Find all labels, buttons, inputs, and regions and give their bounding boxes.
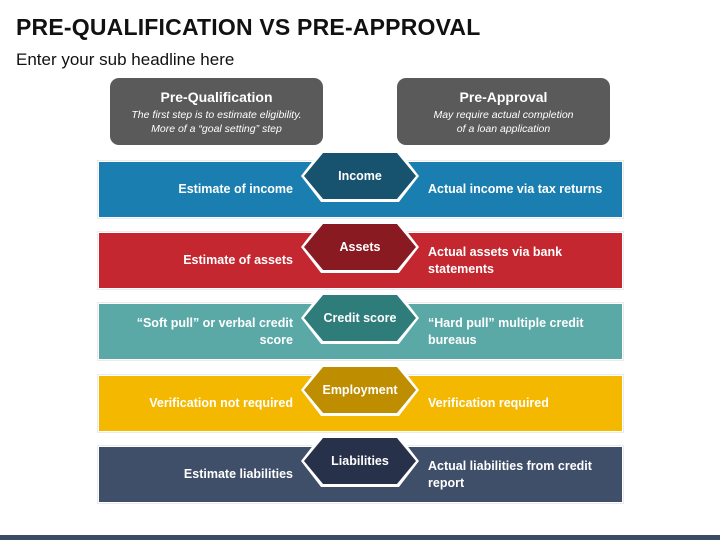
liabilities-pre-approval-text: Actual liabilities from credit report <box>428 458 592 490</box>
assets-pre-qualification-text: Estimate of assets <box>183 253 293 267</box>
pre-qualification-title: Pre-Qualification <box>160 89 273 105</box>
pre-approval-desc-line2: of a loan application <box>456 123 551 135</box>
income-pre-qualification-text: Estimate of income <box>178 182 293 196</box>
credit-score-hexagon: Credit score <box>301 292 419 344</box>
employment-pre-qualification-text: Verification not required <box>149 396 293 410</box>
footer-bar <box>0 535 720 540</box>
liabilities-pre-qualification-text: Estimate liabilities <box>183 467 293 481</box>
liabilities-hexagon: Liabilities <box>301 435 419 487</box>
income-pre-approval-text: Actual income via tax returns <box>428 182 603 196</box>
pre-qualification-header: Pre-Qualification The first step is to e… <box>110 78 323 145</box>
pre-approval-desc-line1: May require actual completion <box>433 109 574 121</box>
pre-qualification-desc-line1: The first step is to estimate eligibilit… <box>131 109 302 121</box>
liabilities-label: Liabilities <box>304 438 416 484</box>
pre-approval-title: Pre-Approval <box>459 89 548 105</box>
assets-label: Assets <box>304 224 416 270</box>
credit-score-pre-qualification-text: “Soft pull” or verbal credit score <box>136 315 293 347</box>
employment-hexagon: Employment <box>301 364 419 416</box>
credit-score-pre-approval-text: “Hard pull” multiple credit bureaus <box>428 315 584 347</box>
employment-pre-approval-text: Verification required <box>428 396 549 410</box>
assets-hexagon: Assets <box>301 221 419 273</box>
employment-label: Employment <box>304 367 416 413</box>
income-label: Income <box>304 153 416 199</box>
income-hexagon: Income <box>301 150 419 202</box>
assets-pre-approval-text: Actual assets via bank statements <box>428 244 563 276</box>
pre-qualification-desc-line2: More of a “goal setting” step <box>151 123 282 135</box>
page-title: PRE-QUALIFICATION VS PRE-APPROVAL <box>16 14 481 40</box>
credit-score-label: Credit score <box>304 295 416 341</box>
pre-approval-header: Pre-Approval May require actual completi… <box>397 78 610 145</box>
page-subtitle: Enter your sub headline here <box>16 50 235 69</box>
